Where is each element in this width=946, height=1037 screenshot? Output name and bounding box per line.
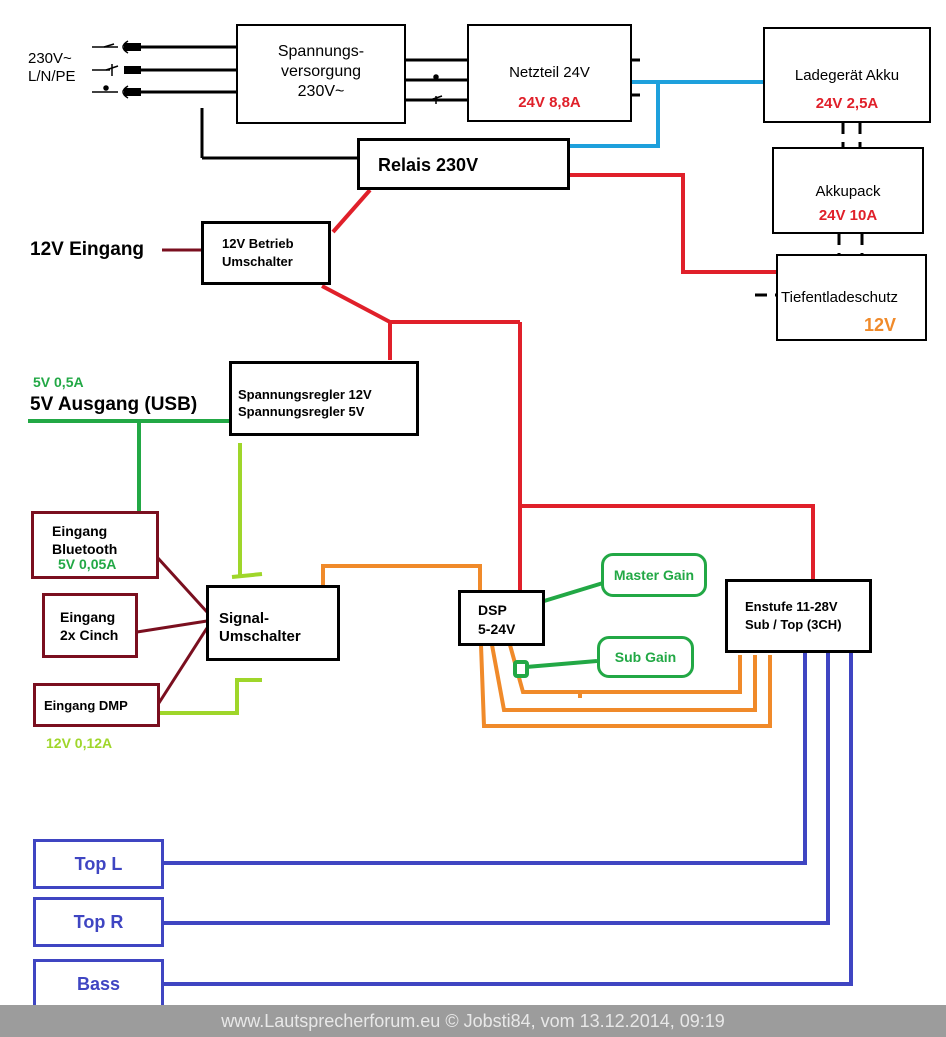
spannungsregler-line1: Spannungsregler 12V	[238, 387, 372, 402]
mains-voltage: 230V~	[28, 50, 72, 67]
eingang-cinch-block: Eingang 2x Cinch	[42, 593, 138, 658]
usb-output-label: 5V Ausgang (USB)	[30, 394, 198, 415]
mains-plug-blocks	[124, 43, 141, 96]
eingang-bluetooth-line2: Bluetooth	[52, 541, 118, 557]
relais-title: Relais 230V	[378, 155, 479, 175]
input-12v-lines	[136, 248, 209, 707]
endstufe-line1: Enstufe 11-28V	[745, 599, 838, 614]
betrieb-umschalter-label: 12V Betrieb Umschalter	[222, 235, 294, 271]
output-top-l-label: Top L	[74, 853, 123, 874]
dmp-rating-label: 12V 0,12A	[46, 735, 113, 751]
eingang-bluetooth-block: Eingang Bluetooth 5V 0,05A	[31, 511, 159, 579]
mains-label: 230V~ L/N/PE	[28, 50, 76, 86]
eingang-bluetooth-label: Eingang Bluetooth	[52, 522, 117, 558]
dsp-label: DSP 5-24V	[478, 601, 515, 639]
dsp-block: DSP 5-24V	[458, 590, 545, 646]
relais-block: Relais 230V	[357, 138, 570, 190]
master-gain-control[interactable]: Master Gain	[601, 553, 707, 597]
dsp-line1: DSP	[478, 602, 507, 618]
eingang-bluetooth-line1: Eingang	[52, 523, 108, 539]
usb-current-label: 5V 0,5A	[33, 374, 84, 390]
spannungsregler-line2: Spannungsregler 5V	[238, 404, 365, 419]
endstufe-block: Enstufe 11-28V Sub / Top (3CH)	[725, 579, 872, 653]
dsp-line2: 5-24V	[478, 621, 516, 637]
eingang-dmp-label: Eingang DMP	[44, 698, 128, 713]
signal-umschalter-line2: Umschalter	[219, 628, 301, 645]
charger-24v-lines	[569, 80, 765, 148]
spannungsregler-block: Spannungsregler 12V Spannungsregler 5V	[229, 361, 419, 436]
spannungsregler-label: Spannungsregler 12V Spannungsregler 5V	[238, 386, 372, 420]
akkupack-title: Akkupack	[815, 183, 881, 200]
ladegeraet-rating: 24V 2,5A	[815, 95, 879, 112]
spannungsversorgung-line2: versorgung	[280, 63, 362, 80]
mains-phases: L/N/PE	[28, 68, 76, 85]
netzteil-title: Netzteil 24V	[509, 64, 590, 81]
eingang-dmp-block: Eingang DMP	[33, 683, 160, 727]
endstufe-line2: Sub / Top (3CH)	[745, 617, 842, 632]
switch-symbols	[429, 74, 443, 104]
signal-umschalter-line1: Signal-	[219, 610, 270, 627]
netzteil-rating: 24V 8,8A	[518, 94, 581, 111]
signal-umschalter-block: Signal- Umschalter	[206, 585, 340, 661]
eingang-cinch-line1: Eingang	[60, 609, 116, 625]
tiefentladeschutz-rating: 12V	[864, 315, 897, 335]
output-top-r: Top R	[33, 897, 164, 947]
spannungsversorgung-line1: Spannungs-	[277, 43, 365, 60]
dmp-12v-lines	[158, 443, 263, 715]
input-12v-label: 12V Eingang	[30, 239, 145, 260]
spannungsversorgung-block: Spannungs- versorgung 230V~	[236, 24, 406, 124]
output-bass: Bass	[33, 959, 164, 1009]
sub-gain-control[interactable]: Sub Gain	[597, 636, 694, 678]
mains-plug-symbols	[92, 40, 129, 99]
ladegeraet-block: Ladegerät Akku 24V 2,5A	[763, 27, 931, 123]
output-bass-label: Bass	[76, 973, 121, 994]
master-gain-label: Master Gain	[613, 567, 695, 583]
betrieb-umschalter-line1: 12V Betrieb	[222, 236, 294, 251]
spannungsversorgung-label: Spannungs- versorgung 230V~	[238, 42, 404, 102]
output-top-r-label: Top R	[73, 911, 124, 932]
betrieb-umschalter-block: 12V Betrieb Umschalter	[201, 221, 331, 285]
eingang-cinch-label: Eingang 2x Cinch	[60, 608, 118, 644]
speaker-output-lines	[163, 652, 853, 986]
signal-umschalter-label: Signal- Umschalter	[219, 610, 301, 646]
footer-watermark: www.Lautsprecherforum.eu © Jobsti84, vom…	[0, 1005, 946, 1037]
spannungsversorgung-line3: 230V~	[297, 83, 345, 100]
akkupack-rating: 24V 10A	[818, 207, 878, 224]
ladegeraet-title: Ladegerät Akku	[794, 67, 900, 84]
eingang-bluetooth-rating: 5V 0,05A	[58, 556, 117, 572]
dc-power-lines	[321, 173, 815, 591]
sub-gain-label: Sub Gain	[614, 649, 677, 665]
tiefentladeschutz-block: Tiefentladeschutz 12V	[776, 254, 927, 341]
usb-5v-lines	[28, 419, 230, 512]
eingang-cinch-line2: 2x Cinch	[60, 627, 119, 643]
output-top-l: Top L	[33, 839, 164, 889]
tiefentladeschutz-title: Tiefentladeschutz	[781, 289, 899, 306]
endstufe-label: Enstufe 11-28V Sub / Top (3CH)	[745, 598, 842, 634]
netzteil-block: Netzteil 24V 24V 8,8A	[467, 24, 632, 122]
akkupack-block: Akkupack 24V 10A	[772, 147, 924, 234]
betrieb-umschalter-line2: Umschalter	[222, 254, 293, 269]
